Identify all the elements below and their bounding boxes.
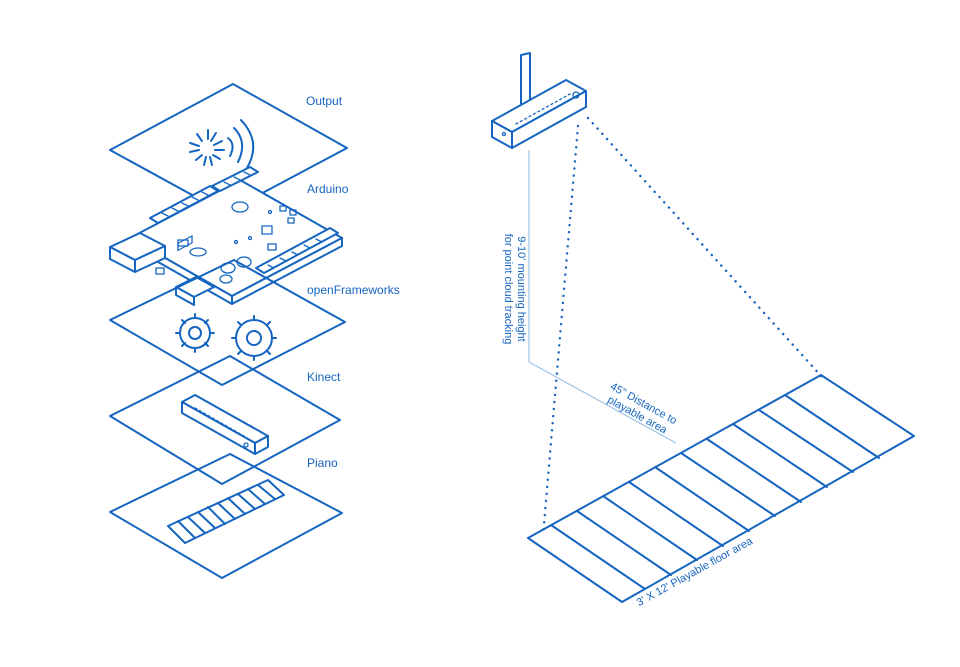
mounting-height-label: 9-10' mounting height for point cloud tr… (501, 209, 527, 369)
piano-keys-icon (167, 479, 285, 544)
ceiling-kinect-mount (491, 52, 587, 149)
layer-label-output: Output (306, 94, 343, 108)
output-layer (109, 83, 348, 214)
tracking-ray-right (586, 116, 824, 379)
kinect-layer (109, 355, 341, 485)
arduino-board-icon (109, 166, 343, 306)
layer-label-arduino: Arduino (307, 182, 349, 196)
kinect-sensor-icon (181, 394, 269, 455)
openframeworks-layer (109, 259, 346, 386)
layer-label-piano: Piano (307, 456, 338, 470)
mounting-height-line2: for point cloud tracking (502, 233, 514, 345)
floor-distance-line (528, 361, 677, 444)
piano-layer (109, 453, 343, 579)
playable-floor-area (527, 374, 915, 603)
layer-label-openframeworks: openFrameworks (307, 283, 400, 297)
mounting-height-line1: 9-10' mounting height (515, 236, 527, 342)
wireless-signal-icon (189, 119, 255, 169)
gears-icon (175, 313, 277, 361)
layer-label-kinect: Kinect (307, 370, 341, 384)
tracking-ray-left (541, 124, 580, 538)
